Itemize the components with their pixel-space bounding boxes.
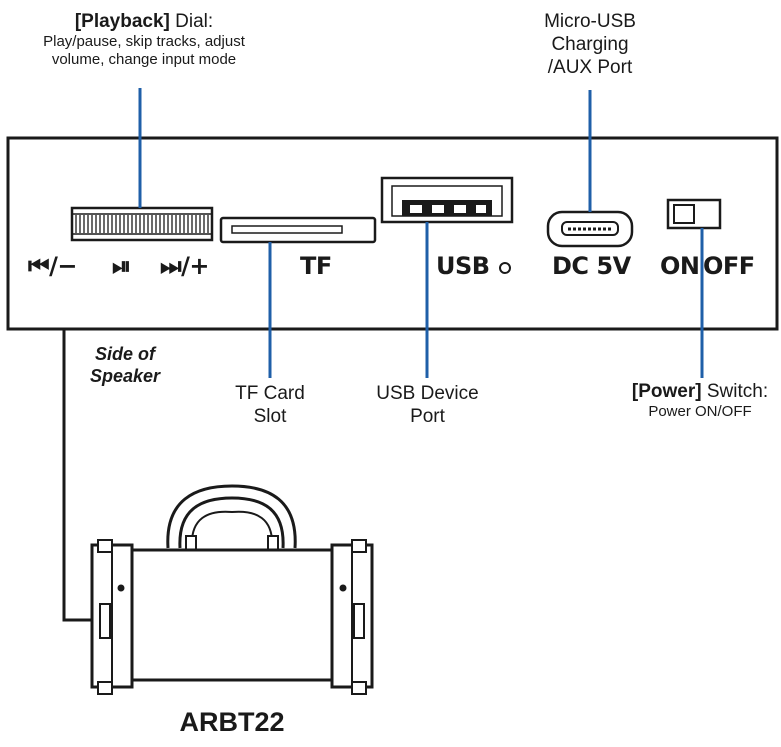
panel-label-usb: USB <box>436 252 490 280</box>
side-of-speaker-label: Side of Speaker <box>70 344 180 388</box>
charging-callout-line-1: Micro-USB <box>544 11 636 32</box>
power-callout-title: [Power] <box>631 381 702 402</box>
tf-card-slot <box>219 216 377 244</box>
usb-callout: USB Device Port <box>350 382 505 428</box>
panel-label-off: OFF <box>703 252 755 280</box>
panel-label-dc: DC 5V <box>552 252 631 280</box>
tf-callout: TF Card Slot <box>200 382 340 428</box>
panel-label-tf: TF <box>300 252 332 280</box>
panel-label-on: ON <box>660 252 700 280</box>
speaker-illustration <box>90 484 374 695</box>
panel-label-next: ⏭/+ <box>160 252 209 280</box>
side-label-line-2: Speaker <box>89 365 161 386</box>
power-callout-desc: Power ON/OFF <box>648 403 752 421</box>
power-switch <box>666 198 722 230</box>
micro-usb-port <box>546 210 634 248</box>
playback-callout-suffix: Dial: <box>169 11 214 32</box>
playback-callout-desc-2: volume, change input mode <box>51 51 237 69</box>
playback-callout-title: [Playback] <box>74 11 170 32</box>
tf-callout-line-1: TF Card <box>235 383 305 404</box>
charging-callout: Micro-USB Charging /AUX Port <box>500 10 680 80</box>
tf-callout-line-2: Slot <box>253 406 287 428</box>
usb-callout-line-2: Port <box>410 406 445 428</box>
model-name: ARBT22 <box>179 707 285 737</box>
charging-callout-line-2: Charging <box>551 34 629 56</box>
playback-callout: [Playback] Dial: Play/pause, skip tracks… <box>14 10 274 70</box>
side-label-line-1: Side of <box>94 344 155 364</box>
playback-callout-desc-1: Play/pause, skip tracks, adjust <box>43 33 245 51</box>
charging-callout-line-3: /AUX Port <box>547 57 633 79</box>
power-callout: [Power] Switch: Power ON/OFF <box>610 380 781 421</box>
panel-label-prev: ⏮/− <box>28 252 77 280</box>
power-callout-suffix: Switch: <box>701 381 769 402</box>
playback-dial <box>70 206 214 242</box>
usb-device-port <box>380 176 514 224</box>
side-leader-line <box>62 329 100 622</box>
panel-label-play: ⏯ <box>112 252 131 280</box>
usb-callout-line-1: USB Device <box>376 383 479 404</box>
usb-indicator-icon <box>499 262 511 274</box>
